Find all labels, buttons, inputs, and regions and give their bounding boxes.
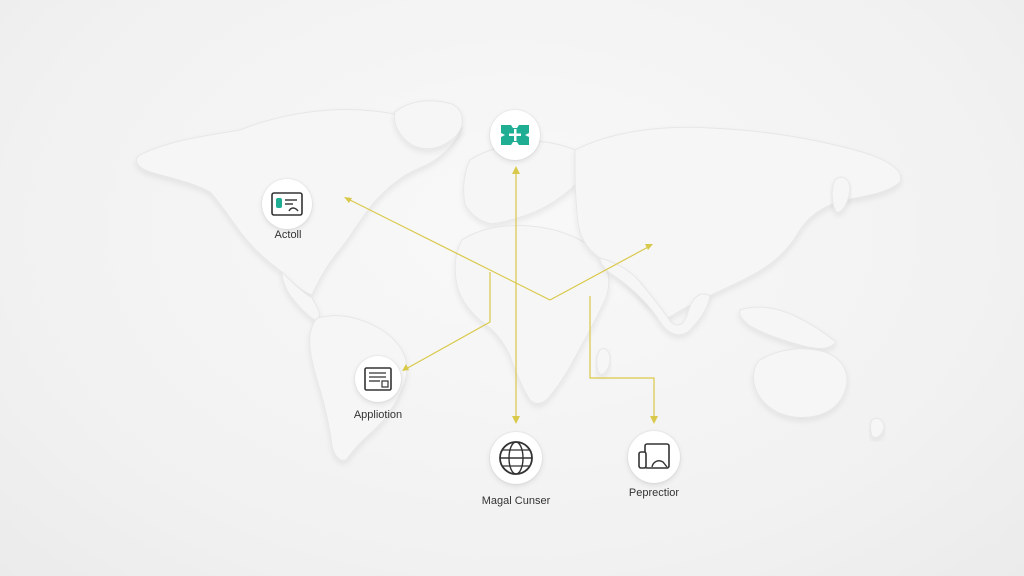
label-actoll: Actoll [274,229,302,241]
arrowhead-top [512,166,520,174]
arrowhead-magal [512,416,520,424]
label-perpection: Peprectior [628,487,680,499]
arrowhead-perpection [650,416,658,424]
label-application: Appliotion [353,409,403,421]
document-icon [364,367,392,391]
node-actoll[interactable] [262,179,312,229]
globe-icon [499,441,533,475]
label-magal: Magal Cunser [481,495,551,507]
connector-center-to-east [549,245,651,301]
island-new-zealand [870,417,885,439]
arrowhead-actoll [344,197,352,203]
connectors [344,166,658,424]
continent-australia [753,348,848,419]
node-magal[interactable] [490,432,542,484]
device-icon [638,443,670,469]
island-madagascar [596,348,611,375]
island-japan [831,176,851,213]
id-card-icon [271,192,303,216]
connector-center-to-perpection [589,296,655,418]
continent-asia [574,126,902,319]
node-application[interactable] [355,356,401,402]
teal-puzzle-icon [501,125,529,145]
region-south-asia [599,257,711,336]
node-perpection[interactable] [628,431,680,483]
arrowhead-east [645,244,653,250]
continent-africa [454,225,610,404]
connector-center-to-application [403,272,491,371]
region-southeast-asia [739,306,837,349]
node-top[interactable] [490,110,540,160]
continent-greenland [393,100,463,150]
arrowhead-application [402,364,409,371]
